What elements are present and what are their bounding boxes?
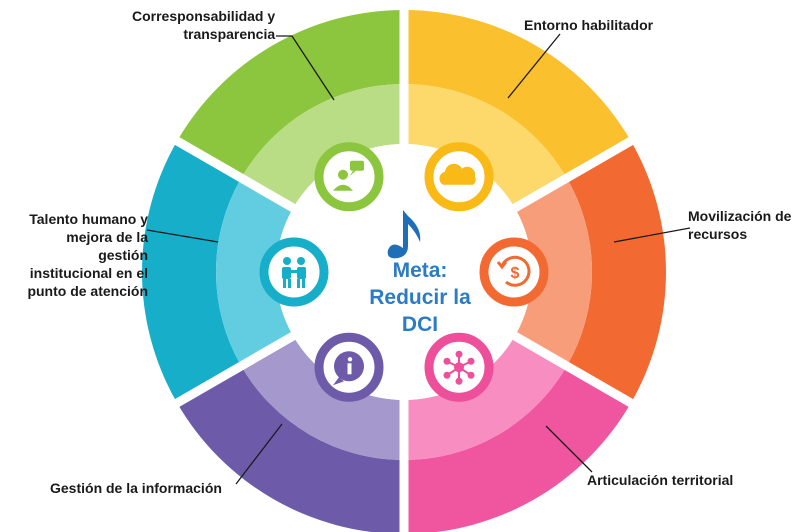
center-logo-icon	[387, 210, 421, 259]
network-icon	[424, 332, 494, 402]
segment-outer-ring	[142, 141, 242, 403]
segment-talento	[142, 141, 294, 403]
label-leader-line	[146, 229, 219, 243]
label-gestion-informacion: Gestión de la información	[50, 480, 222, 496]
info-bubble-icon	[314, 332, 384, 402]
segment-outer-ring	[177, 10, 404, 178]
segment-divider	[171, 135, 299, 214]
label-talento: Talento humano y mejora de la gestión in…	[27, 211, 148, 299]
segment-movilizacion	[514, 141, 666, 403]
svg-text:$: $	[511, 265, 520, 282]
segment-outer-ring	[566, 141, 666, 403]
handshake-people-icon	[259, 237, 329, 307]
center-goal-text: Meta: Reducir la DCI	[369, 259, 471, 336]
segment-middle-ring	[216, 178, 294, 366]
label-leader-line	[613, 227, 691, 243]
people-chat-icon	[314, 142, 384, 212]
segment-divider	[509, 330, 637, 409]
segment-outer-ring	[177, 366, 404, 532]
segment-corresponsabilidad	[177, 10, 404, 208]
segment-divider	[171, 330, 299, 409]
segment-gestion-informacion	[177, 336, 404, 532]
segment-middle-ring	[404, 84, 567, 208]
segment-divider	[509, 135, 637, 214]
segment-outer-ring	[404, 10, 631, 178]
label-corresponsabilidad: Corresponsabilidad y transparencia	[132, 8, 276, 42]
dollar-refresh-icon: $	[479, 237, 549, 307]
label-articulacion: Articulación territorial	[587, 472, 734, 488]
segment-articulacion	[404, 336, 631, 532]
segment-middle-ring	[514, 178, 592, 366]
segment-outer-ring	[404, 366, 631, 532]
label-leader-line	[507, 33, 561, 99]
segment-middle-ring	[241, 83, 404, 208]
label-entorno: Entorno habilitador	[524, 17, 654, 33]
label-movilizacion: Movilización de recursos	[688, 208, 792, 242]
label-leader-line	[545, 425, 593, 473]
label-leader-line	[276, 35, 335, 101]
segment-entorno	[404, 10, 631, 208]
cloud-icon	[424, 142, 494, 212]
label-leader-line	[235, 423, 283, 485]
segment-middle-ring	[241, 336, 404, 460]
segment-middle-ring	[404, 336, 567, 460]
